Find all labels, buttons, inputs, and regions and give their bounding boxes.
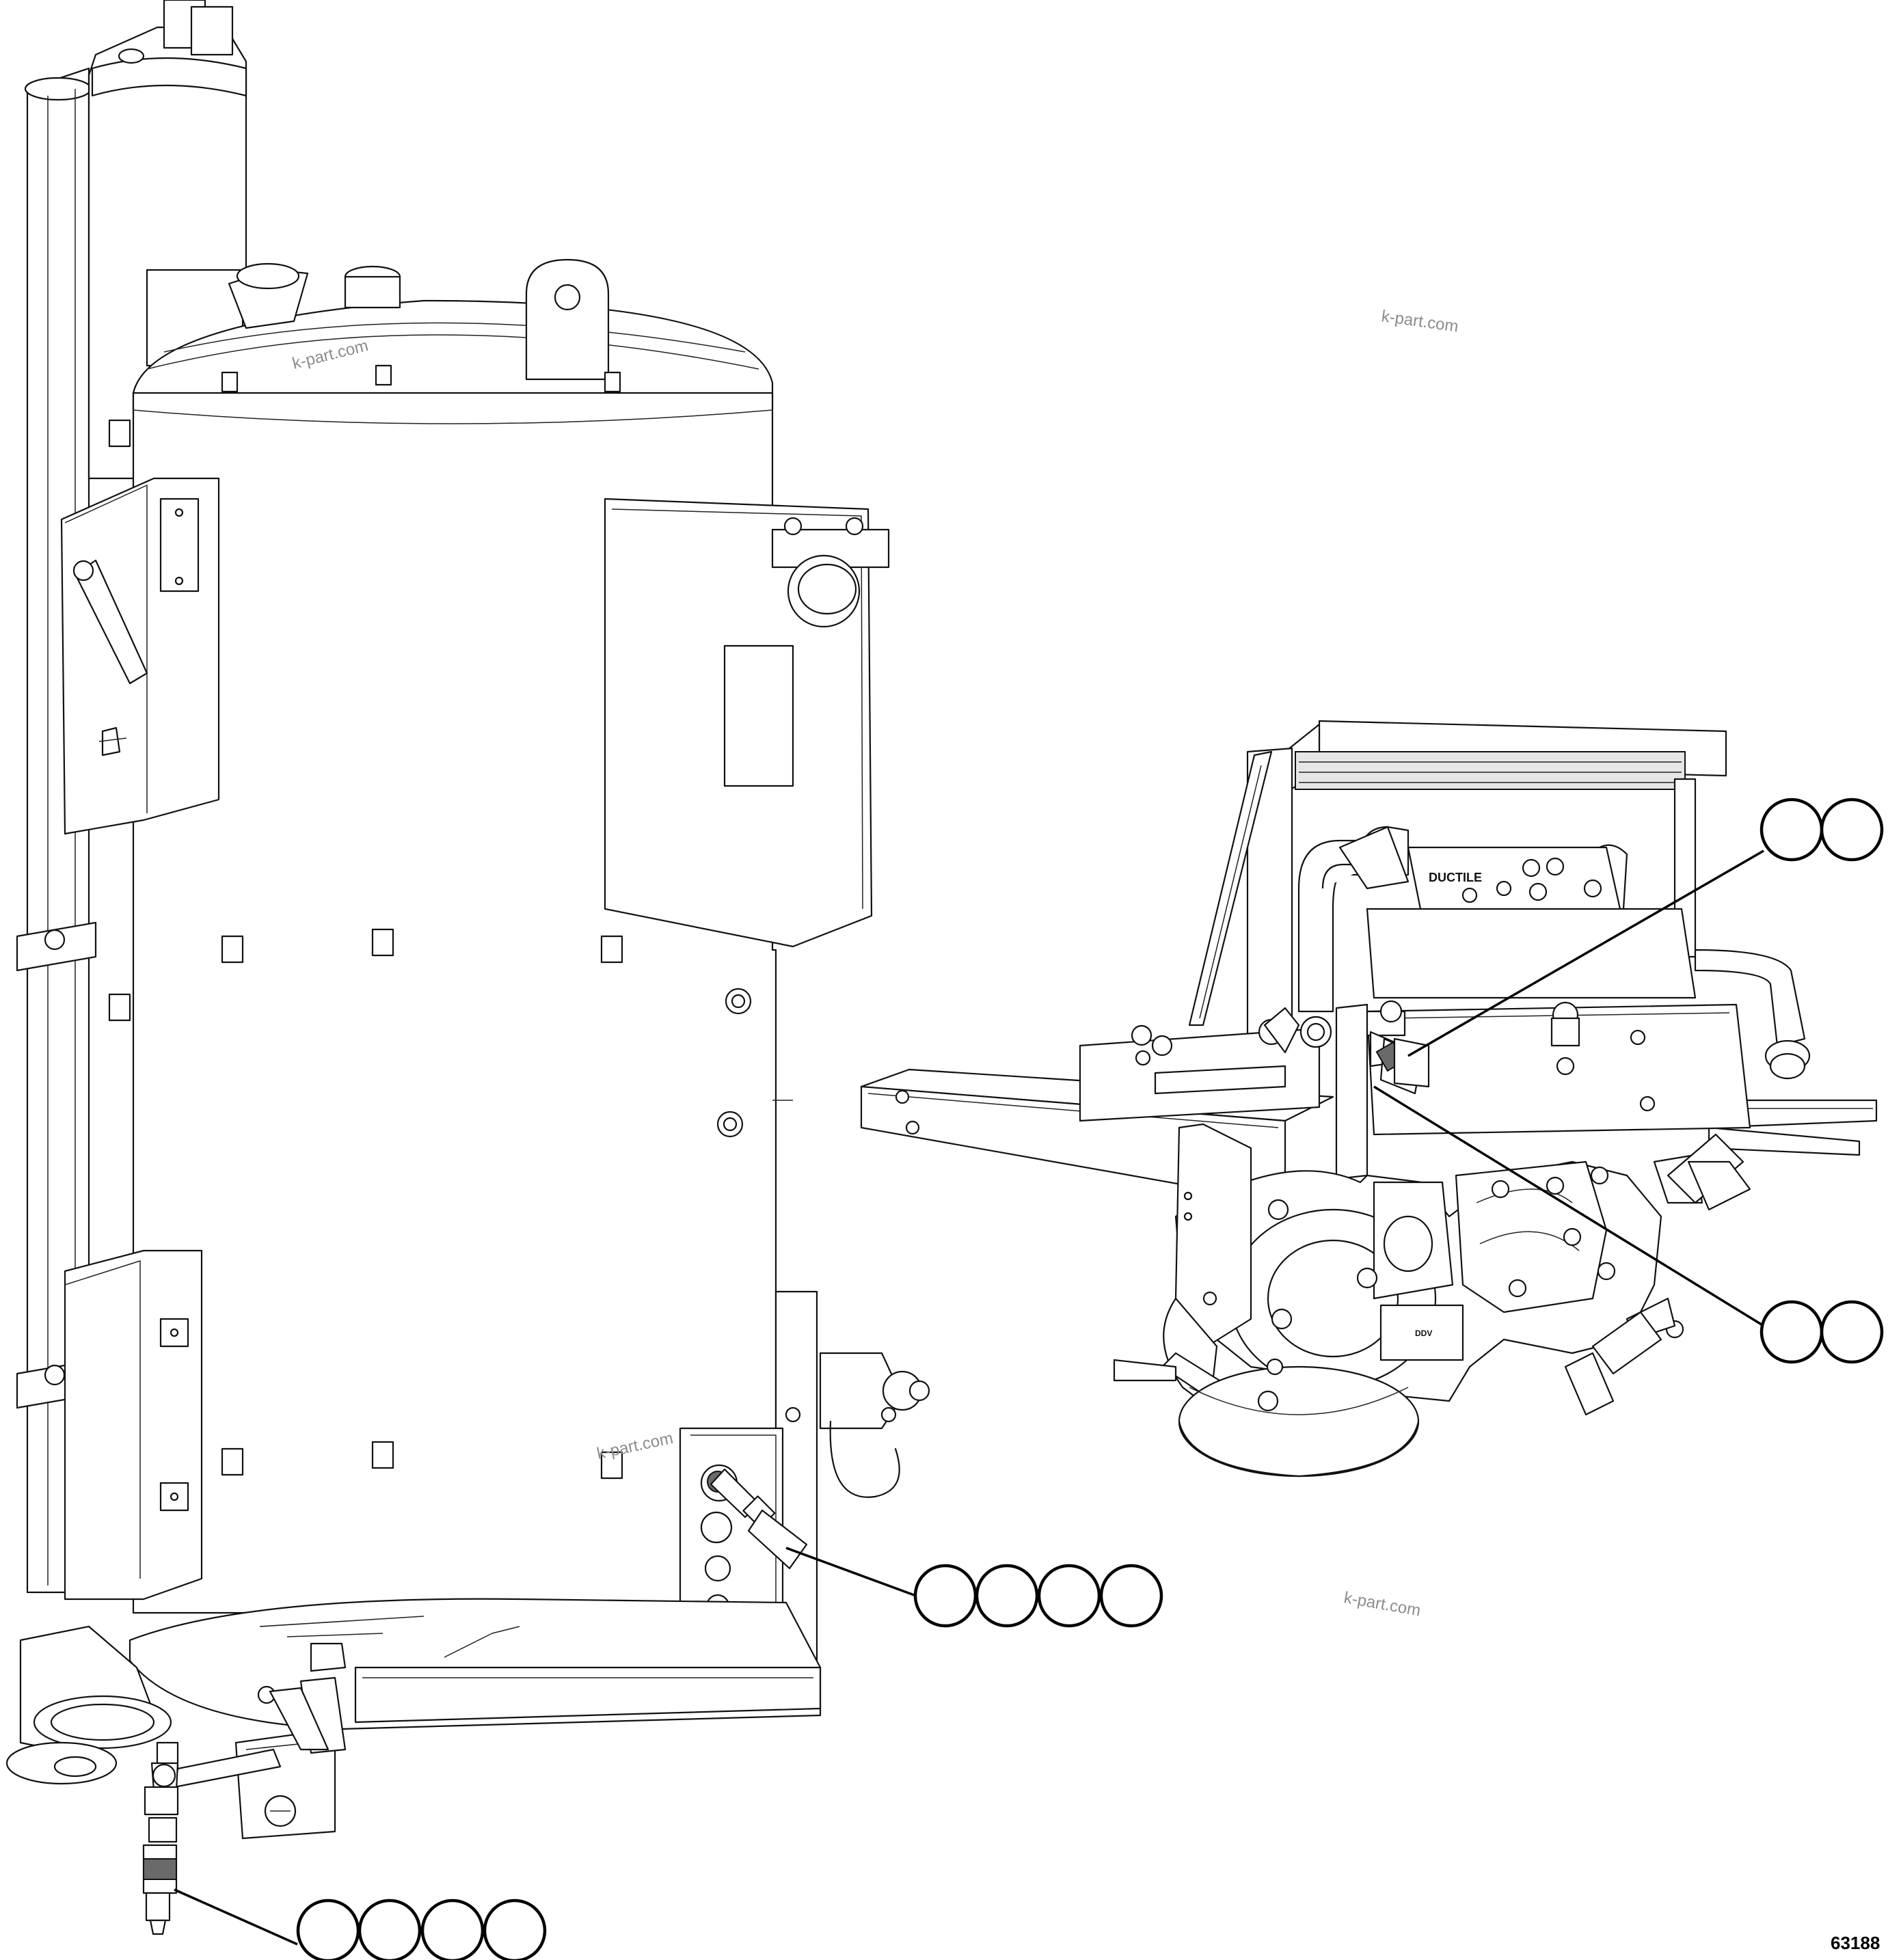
watermark-text: k-part.com bbox=[1343, 1588, 1422, 1620]
burner-pump-motor: DDV bbox=[1174, 1133, 1751, 1416]
watermark-text: k-part.com bbox=[1380, 307, 1459, 336]
burner-mounting-plate bbox=[860, 1027, 1878, 1204]
callout-bubble bbox=[1037, 1564, 1101, 1628]
callout-upper-right bbox=[1760, 798, 1884, 862]
leader-upper-right bbox=[1407, 849, 1764, 1057]
leader-middle bbox=[785, 1547, 917, 1597]
callout-lower-right bbox=[1760, 1300, 1884, 1364]
burner-assembly: DUCTILE bbox=[860, 720, 1878, 1478]
callout-bubble bbox=[1760, 798, 1824, 862]
callout-bubble bbox=[1820, 798, 1884, 862]
burner-hose-fitting bbox=[1366, 1000, 1430, 1095]
callout-bubble bbox=[483, 1898, 547, 1960]
callout-bubble bbox=[975, 1564, 1039, 1628]
callout-bubble bbox=[358, 1898, 422, 1960]
callout-bubble bbox=[296, 1898, 360, 1960]
tank-dome bbox=[132, 258, 774, 411]
callout-bubble bbox=[913, 1564, 978, 1628]
svg-text:DUCTILE: DUCTILE bbox=[1429, 871, 1482, 884]
burner-blower-housing bbox=[1113, 1123, 1420, 1478]
callout-middle bbox=[913, 1564, 1163, 1628]
water-heater-tank-assembly bbox=[5, 0, 930, 1935]
figure-number: 63188 bbox=[1831, 1933, 1880, 1953]
lower-access-panel bbox=[64, 1249, 203, 1601]
tank-base-plate bbox=[129, 1598, 822, 1730]
control-box-panel bbox=[604, 498, 890, 948]
stack-clamp-upper bbox=[16, 921, 97, 972]
gas-valve-block: DUCTILE bbox=[1366, 846, 1697, 999]
callout-bubble bbox=[1820, 1300, 1884, 1364]
svg-text:DDV: DDV bbox=[1415, 1329, 1432, 1338]
leader-bottom bbox=[174, 1888, 298, 1946]
burner-side-frame bbox=[1188, 750, 1273, 1026]
callout-bubble bbox=[1099, 1564, 1163, 1628]
pressure-relief-fitting bbox=[700, 1464, 808, 1570]
leader-lines bbox=[174, 849, 1764, 1946]
callout-bottom bbox=[296, 1898, 547, 1960]
callout-bubble bbox=[420, 1898, 485, 1960]
burner-valve-stack bbox=[1131, 1001, 1751, 1180]
upper-access-panel bbox=[60, 477, 220, 835]
drain-pipe-assembly bbox=[142, 1741, 282, 1935]
leader-lower-right bbox=[1373, 1085, 1764, 1327]
callout-bubble bbox=[1760, 1300, 1824, 1364]
lower-left-duct bbox=[5, 1625, 276, 1785]
